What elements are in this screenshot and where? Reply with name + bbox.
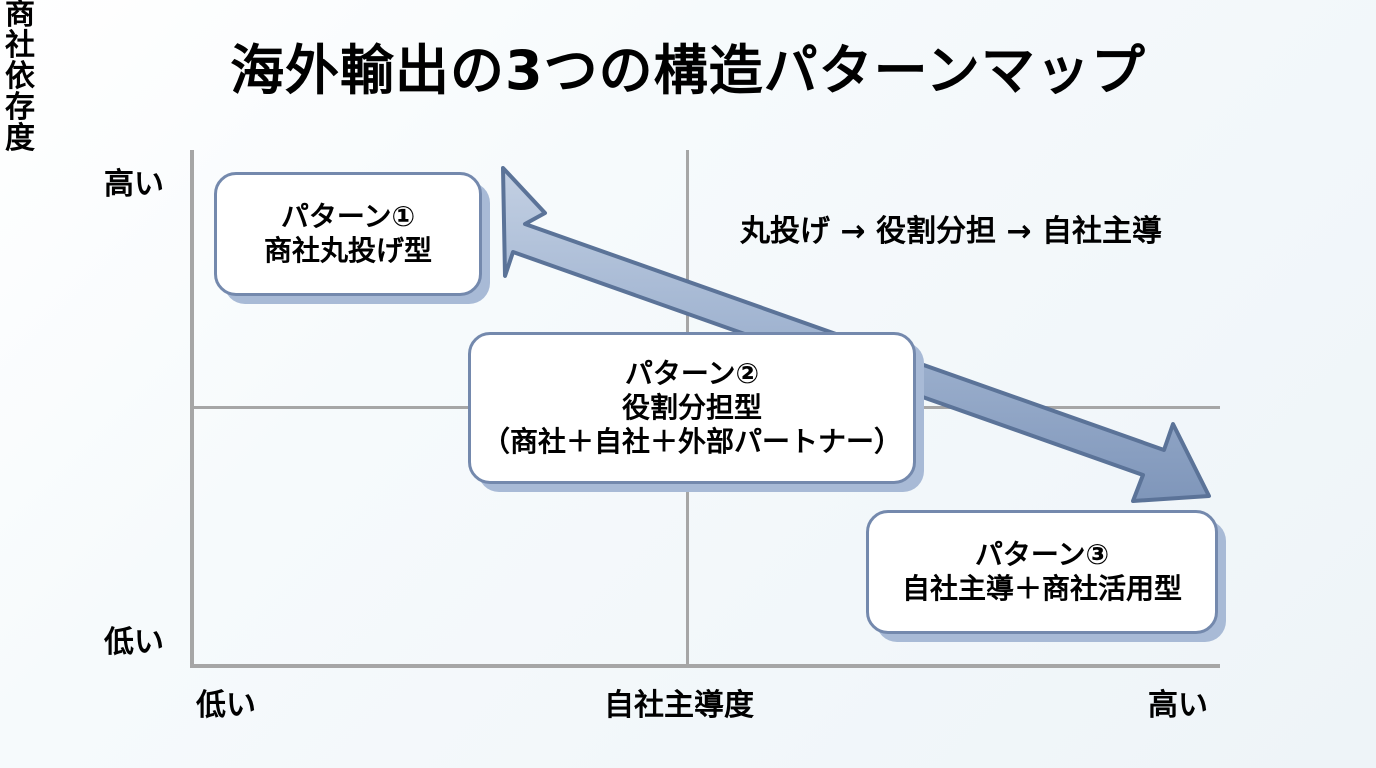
pattern-1-name: 商社丸投げ型 — [263, 234, 432, 267]
y-axis-line — [190, 150, 194, 668]
pattern-box-2[interactable]: パターン② 役割分担型 （商社＋自社＋外部パートナー） — [468, 332, 916, 484]
pattern-2-detail: （商社＋自社＋外部パートナー） — [481, 425, 902, 459]
pattern-box-3[interactable]: パターン③ 自社主導＋商社活用型 — [866, 510, 1218, 634]
pattern-3-heading: パターン③ — [974, 537, 1110, 571]
pattern-2-name: 役割分担型 — [621, 390, 762, 424]
x-axis-title: 自社主導度 — [604, 688, 754, 723]
x-axis-low-label: 低い — [196, 688, 256, 723]
y-axis-title: 商社依存度 — [5, 0, 35, 156]
pattern-2-heading: パターン② — [624, 356, 760, 390]
pattern-1-heading: パターン① — [280, 199, 416, 233]
x-axis-high-label: 高い — [1148, 688, 1208, 723]
y-axis-low-label: 低い — [104, 625, 164, 660]
flow-annotation: 丸投げ → 役割分担 → 自社主導 — [740, 214, 1163, 249]
page-title: 海外輸出の3つの構造パターンマップ — [230, 39, 1146, 102]
pattern-3-name: 自社主導＋商社活用型 — [901, 572, 1182, 605]
pattern-box-1[interactable]: パターン① 商社丸投げ型 — [214, 172, 482, 296]
y-axis-high-label: 高い — [104, 167, 164, 202]
x-axis-line — [190, 664, 1220, 668]
